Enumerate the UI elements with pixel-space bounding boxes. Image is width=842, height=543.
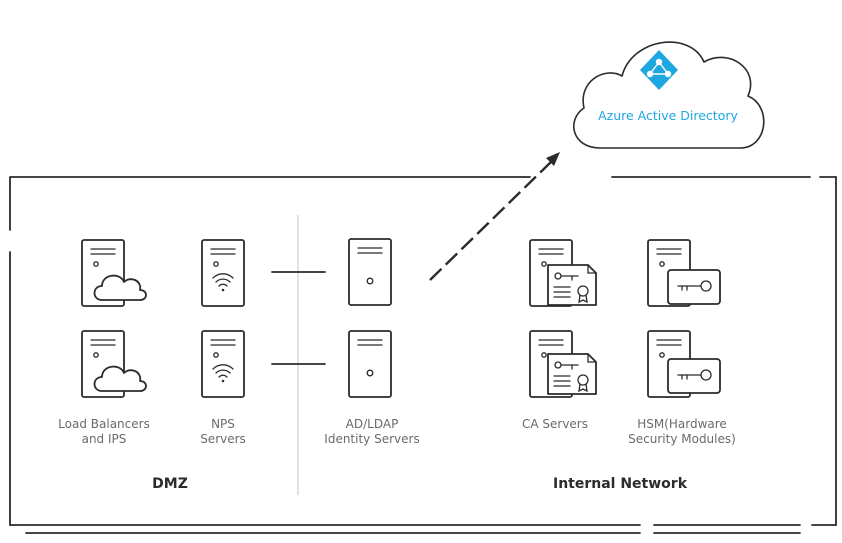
ad-ldap-server [348,330,392,398]
azure-ad-icon [640,50,678,90]
ad-ldap-label-line1: AD/LDAP [346,417,399,431]
hsm-label-line2: Security Modules) [628,432,736,446]
load-balancer-label-line2: and IPS [82,432,127,446]
load-balancer-server [81,239,147,307]
load-balancer-label-line1: Load Balancers [58,417,150,431]
hsm-server [647,239,721,307]
internal-network-zone-label: Internal Network [553,476,688,492]
hsm-server [647,330,721,398]
ca-label: CA Servers [522,417,588,431]
ad-ldap-label-line2: Identity Servers [324,432,419,446]
nps-server [201,330,245,398]
dmz-zone-label: DMZ [152,476,188,492]
azure-ad-label: Azure Active Directory [598,108,738,123]
hsm-label-line1: HSM(Hardware [637,417,727,431]
ad-ldap-server [348,238,392,306]
ca-server [529,330,597,398]
nps-label-line1: NPS [211,417,235,431]
connection-arrow [429,152,560,281]
load-balancer-server [81,330,147,398]
ca-server [529,239,597,307]
nps-server [201,239,245,307]
azure-cloud: Azure Active Directory [573,41,765,149]
network-boundary [9,176,837,534]
nps-label-line2: Servers [200,432,246,446]
